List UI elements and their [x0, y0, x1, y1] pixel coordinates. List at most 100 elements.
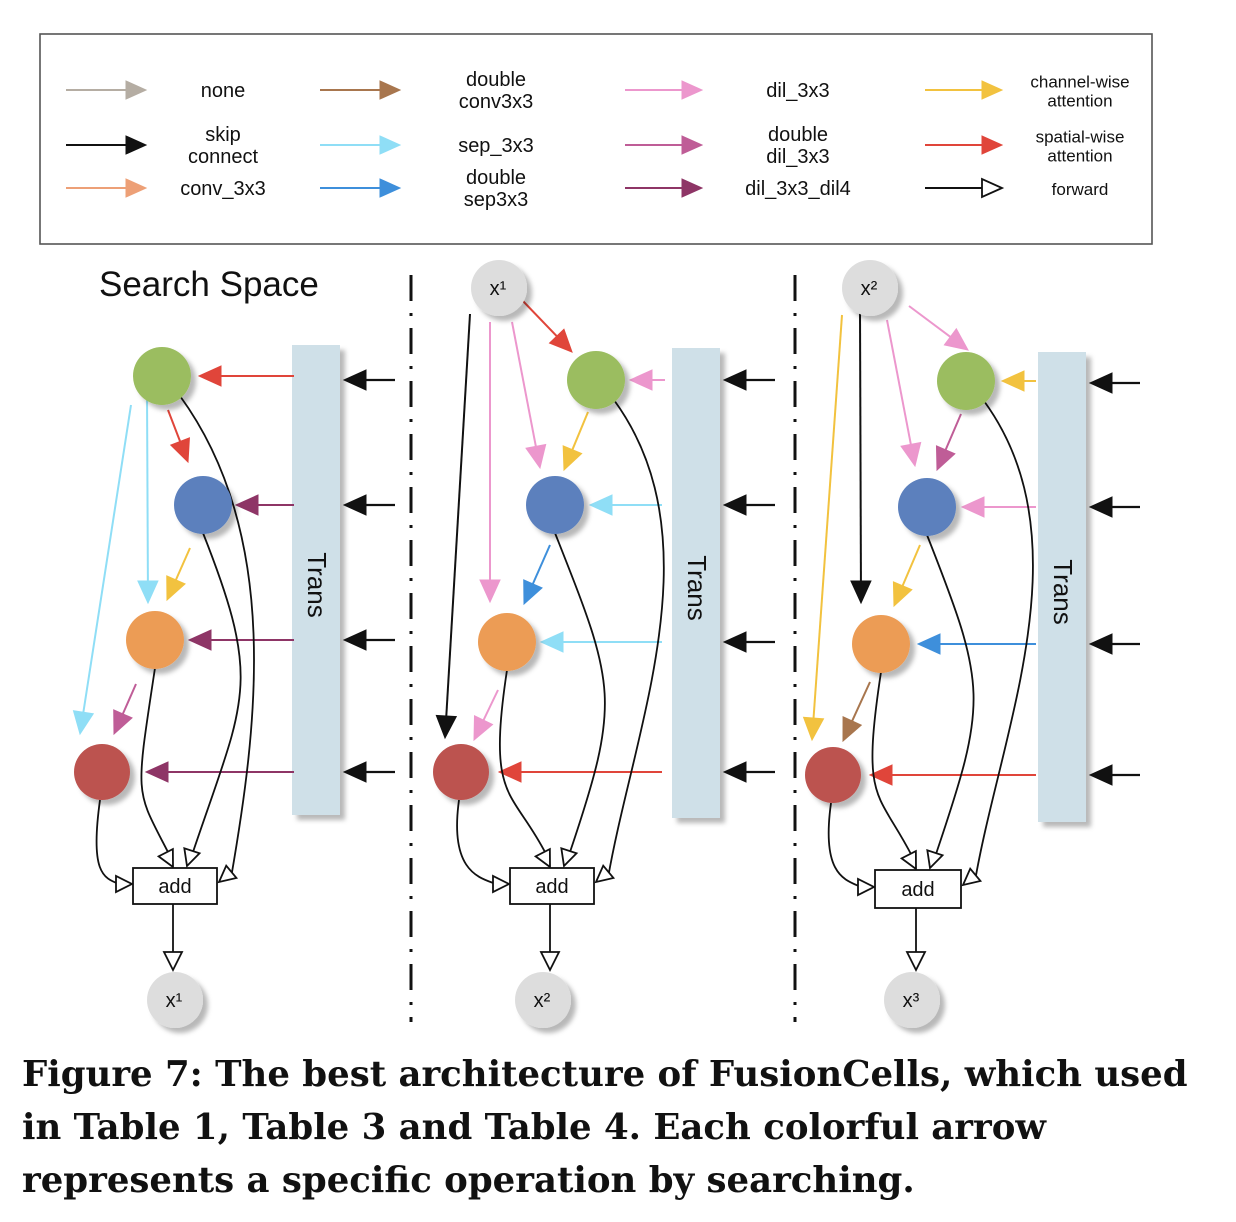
- input-node-label: x²: [861, 278, 878, 300]
- trans-input-arrow-head: [722, 369, 747, 391]
- op-arrow-dil: [908, 305, 954, 340]
- input-node: [471, 260, 527, 316]
- input-node: [842, 260, 898, 316]
- add-box: [132, 867, 218, 905]
- legend-double-dil-3x3-label: double: [768, 124, 828, 146]
- op-arrow-chan: [900, 544, 921, 589]
- add-box: [509, 867, 595, 905]
- forward-curve-blue: [554, 532, 606, 853]
- forward-curve-blue-head: [560, 847, 579, 868]
- trans-input-arrow-head: [722, 494, 747, 516]
- node-green: [133, 347, 191, 405]
- op-arrow-chan-head: [802, 716, 825, 742]
- forward-curve-green-head: [217, 863, 239, 884]
- legend-double-conv3x3-label: conv3x3: [459, 91, 534, 113]
- forward-curve-orange: [498, 669, 547, 855]
- forward-curve-green: [179, 395, 255, 879]
- legend-channel-wise-attention-label: attention: [1047, 92, 1112, 111]
- legend-sep-3x3-label: sep_3x3: [458, 135, 534, 157]
- forward-curve-green: [607, 399, 665, 879]
- trans-label: Trans: [682, 555, 712, 621]
- node-red: [74, 744, 130, 800]
- op-arrow-spat: [167, 409, 183, 445]
- node-blue: [898, 478, 956, 536]
- trans-input-arrow-head: [722, 631, 747, 653]
- add-box: [874, 869, 962, 909]
- add-label: add: [901, 879, 934, 901]
- op-arrow-dsep-head: [523, 579, 543, 606]
- node-blue: [174, 476, 232, 534]
- forward-curve-orange-head: [533, 847, 551, 869]
- trans-input-arrow-head: [722, 761, 747, 783]
- op-arrow-dil: [886, 319, 913, 448]
- op-arrow-dil-head: [943, 327, 969, 351]
- legend-double-conv3x3-arrow-head: [379, 80, 402, 100]
- op-arrow-sep: [146, 389, 149, 585]
- legend-conv-3x3-label: conv_3x3: [180, 178, 266, 200]
- node-green: [937, 352, 995, 410]
- forward-curve-red-head: [492, 874, 512, 894]
- forward-curve-red-head: [857, 877, 877, 897]
- op-arrow-skip: [445, 313, 471, 720]
- output-node-label: x²: [534, 990, 551, 1012]
- trans-label: Trans: [302, 552, 332, 618]
- trans-block: [1038, 352, 1086, 822]
- op-arrow-sep-head: [539, 631, 564, 653]
- op-arrow-chan-head: [892, 581, 913, 608]
- op-arrow-dconv: [849, 681, 871, 725]
- op-arrow-dil4-head: [144, 761, 169, 783]
- op-arrow-chan-head: [166, 575, 186, 602]
- op-arrow-skip: [859, 309, 862, 585]
- forward-curve-blue: [926, 534, 975, 855]
- op-arrow-skip-head: [435, 714, 458, 740]
- trans-input-arrow-head: [342, 761, 367, 783]
- forward-curve-green-head: [961, 866, 983, 887]
- op-arrow-spat-head: [197, 365, 222, 387]
- node-orange: [852, 615, 910, 673]
- legend-double-conv3x3-label: double: [466, 69, 526, 91]
- output-arrow-head: [539, 951, 561, 973]
- op-arrow-chan-head: [1000, 370, 1025, 392]
- legend-conv-3x3-arrow-head: [125, 178, 148, 198]
- legend-skip-connect-label: connect: [188, 146, 258, 168]
- forward-curve-orange-head: [156, 847, 174, 869]
- legend-channel-wise-attention-label: channel-wise: [1030, 73, 1129, 92]
- op-arrow-dil-head: [900, 441, 922, 468]
- forward-curve-red: [95, 799, 120, 885]
- legend-double-sep3x3-label: double: [466, 167, 526, 189]
- op-arrow-dsep: [530, 544, 551, 588]
- legend-dil-3x3-dil4-label: dil_3x3_dil4: [745, 178, 851, 200]
- forward-curve-orange: [140, 667, 170, 855]
- forward-curve-green: [974, 400, 1034, 882]
- node-orange: [126, 611, 184, 669]
- output-node: [884, 972, 940, 1028]
- op-arrow-skip-head: [850, 580, 872, 605]
- op-arrow-dil-head: [479, 579, 501, 604]
- legend-spatial-wise-attention-label: attention: [1047, 147, 1112, 166]
- legend-dil-3x3-dil4-arrow-head: [681, 178, 704, 198]
- op-arrow-dil: [481, 689, 499, 724]
- forward-curve-red-head: [115, 874, 135, 894]
- legend-spatial-wise-attention-arrow-head: [981, 135, 1004, 155]
- legend-double-dil-3x3-label: dil_3x3: [766, 146, 829, 168]
- output-arrow-head: [162, 951, 184, 973]
- panel-dividers: [409, 275, 797, 1022]
- forward-curve-blue-head: [183, 847, 202, 868]
- op-arrow-sep-head: [72, 710, 95, 736]
- op-arrow-spat-head: [868, 764, 893, 786]
- trans-input-arrow-head: [342, 629, 367, 651]
- op-arrow-spat-head: [169, 437, 190, 464]
- forward-curve-orange-head: [899, 849, 917, 871]
- node-red: [433, 744, 489, 800]
- fusioncell-diagram: noneskipconnectconv_3x3doubleconv3x3sep_…: [39, 33, 1153, 1028]
- op-arrow-dil: [511, 321, 538, 450]
- output-node: [147, 972, 203, 1028]
- op-arrow-dconv-head: [842, 716, 863, 743]
- op-arrow-chan: [173, 547, 191, 584]
- legend: noneskipconnectconv_3x3doubleconv3x3sep_…: [39, 33, 1153, 245]
- forward-curve-orange: [871, 671, 913, 857]
- op-arrow-dil4-head: [234, 494, 259, 516]
